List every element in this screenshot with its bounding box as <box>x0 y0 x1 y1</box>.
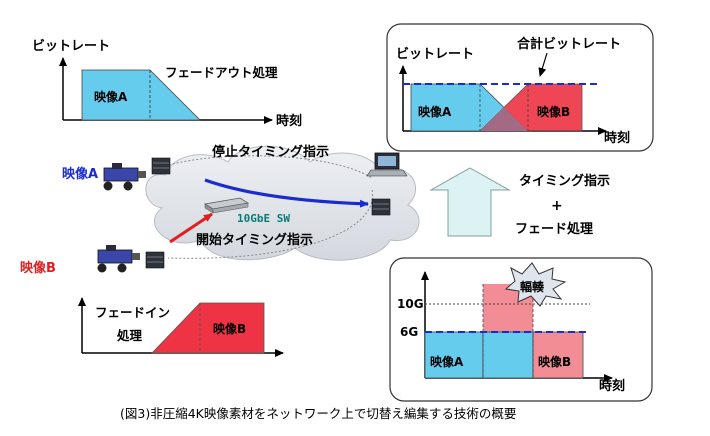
server-out-icon <box>371 198 391 216</box>
combined-panel: ビットレート 合計ビットレート 映像A 映像B 時刻 <box>386 23 654 152</box>
fadein-bar-label: 映像B <box>213 321 246 336</box>
fadeout-panel: ビットレート 映像A フェードアウト処理 時刻 <box>32 38 302 129</box>
laptop-icon <box>366 152 408 177</box>
source-b-label: 映像B <box>20 260 56 276</box>
fadeout-video-a-bar <box>81 69 201 121</box>
server-a-icon <box>151 157 171 175</box>
congestion-10g-tick: 10G <box>397 297 424 311</box>
fadein-panel: フェードイン 処理 映像B <box>78 297 284 357</box>
fadein-label-bottom: 処理 <box>116 328 143 343</box>
control-line-start <box>167 189 374 259</box>
control-line-stop <box>164 155 373 179</box>
combined-overlap <box>480 107 528 131</box>
camera-b-icon <box>97 245 140 273</box>
fadeout-process-label: フェードアウト処理 <box>165 65 278 80</box>
total-bitrate-pointer <box>538 52 548 77</box>
stop-instruction-label: 停止タイミング指示 <box>212 144 329 160</box>
combined-x-label: 時刻 <box>604 130 630 146</box>
congestion-video-a-2 <box>482 331 534 379</box>
fadein-video-b-bar <box>151 302 265 354</box>
fadeout-y-label: ビットレート <box>32 38 110 54</box>
source-a-label: 映像A <box>62 166 98 182</box>
congestion-video-a-1 <box>424 331 484 379</box>
total-bitrate-label: 合計ビットレート <box>517 36 621 52</box>
combined-bar-b-label: 映像B <box>537 104 570 119</box>
congestion-bar-a-label: 映像A <box>430 354 464 369</box>
stream-b-arrow <box>169 212 213 244</box>
fadeout-bar-label: 映像A <box>94 89 128 104</box>
network-cloud <box>145 145 420 261</box>
combined-bar-a-label: 映像A <box>418 104 452 119</box>
switch-label: 10GbE SW <box>237 212 290 225</box>
arrow-line3: フェード処理 <box>515 221 593 237</box>
server-b-icon <box>145 251 165 269</box>
congestion-6g-tick: 6G <box>400 325 418 339</box>
start-instruction-label: 開始タイミング指示 <box>196 232 313 248</box>
congestion-burst-icon <box>504 262 567 307</box>
fadeout-x-label: 時刻 <box>276 113 302 129</box>
combined-y-label: ビットレート <box>396 46 474 62</box>
arrow-line1: タイミング指示 <box>519 173 610 189</box>
processing-arrow: タイミング指示 + フェード処理 <box>429 167 610 237</box>
network-diagram: 10GbE SW 映像A 映像B <box>20 144 420 276</box>
congestion-video-b <box>532 331 584 379</box>
figure-caption: (図3)非圧縮4K映像素材をネットワーク上で切替え編集する技術の概要 <box>120 406 516 421</box>
camera-a-icon <box>103 163 146 191</box>
up-arrow-icon <box>429 167 511 237</box>
congestion-x-label: 時刻 <box>599 378 625 394</box>
arrow-line2: + <box>551 198 563 214</box>
congestion-label: 輻輳 <box>520 279 545 294</box>
fadein-label-top: フェードイン <box>95 305 170 320</box>
ethernet-switch <box>203 197 250 214</box>
stream-a-arrow <box>204 178 369 208</box>
congestion-bar-b-label: 映像B <box>538 354 571 369</box>
congestion-panel: 10G 6G 輻輳 映像A 映像B 時刻 <box>389 257 653 402</box>
